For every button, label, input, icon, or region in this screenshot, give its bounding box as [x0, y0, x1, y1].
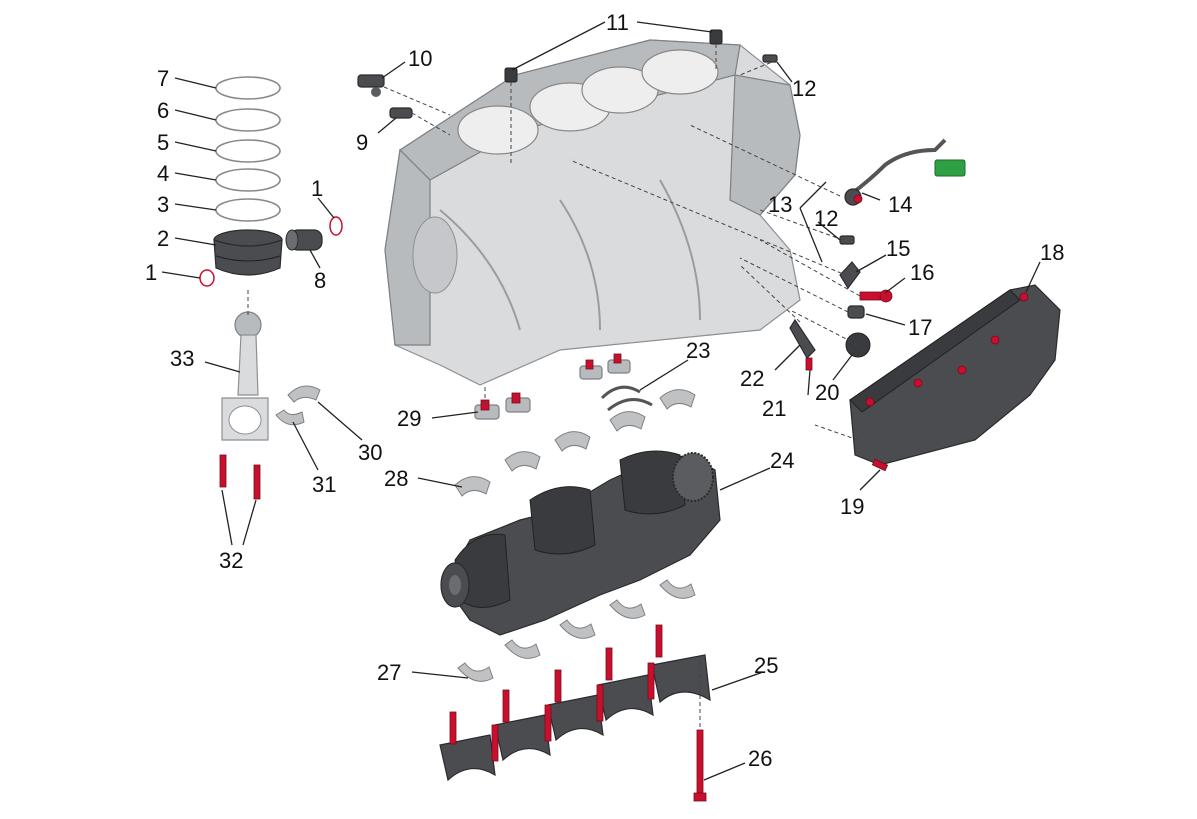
callout-5: 5 — [157, 130, 169, 155]
oil-jet-22 — [789, 318, 816, 359]
callout-1-left: 1 — [145, 260, 157, 285]
piston-pin — [285, 229, 323, 251]
callout-13: 13 — [768, 192, 792, 217]
main-bearing-shell-27 — [457, 662, 494, 682]
oil-jet-29-left — [474, 399, 500, 420]
bolt-21 — [805, 357, 813, 371]
piston-ring-6 — [215, 108, 281, 132]
callout-6: 6 — [157, 98, 169, 123]
callout-8: 8 — [314, 268, 326, 293]
callout-30: 30 — [358, 440, 382, 465]
conrod-bearing-shell-31 — [275, 409, 305, 426]
connecting-rod-bolts — [219, 454, 261, 500]
callout-15: 15 — [886, 236, 910, 261]
sensor-10 — [357, 74, 385, 97]
callout-24: 24 — [770, 448, 794, 473]
thrust-washer-23 — [600, 385, 653, 412]
snap-ring-right — [329, 216, 343, 236]
sensor-9 — [389, 107, 413, 119]
oil-jet-15 — [839, 261, 861, 290]
main-bearing-cap-bolts — [449, 624, 663, 762]
snap-ring-left — [199, 269, 215, 287]
callout-25: 25 — [754, 653, 778, 678]
callout-27: 27 — [377, 660, 401, 685]
piston — [213, 229, 283, 276]
plug-12-top — [762, 54, 778, 63]
callout-26: 26 — [748, 746, 772, 771]
callout-21: 21 — [762, 396, 786, 421]
bolt-26 — [693, 729, 707, 802]
callout-12-mid: 12 — [814, 206, 838, 231]
main-bearing-caps — [439, 654, 711, 782]
oil-jet-upper-right — [607, 353, 631, 374]
callout-23: 23 — [686, 338, 710, 363]
oil-jet-upper-left — [579, 359, 603, 380]
callout-29: 29 — [397, 406, 421, 431]
piston-ring-3 — [215, 198, 281, 222]
callout-4: 4 — [157, 161, 169, 186]
callout-16: 16 — [910, 260, 934, 285]
callout-18: 18 — [1040, 240, 1064, 265]
callout-12-top: 12 — [792, 76, 816, 101]
assembly-lines — [247, 44, 861, 730]
callout-7: 7 — [157, 66, 169, 91]
piston-ring-7 — [215, 76, 281, 100]
connecting-rod — [221, 311, 269, 441]
callout-14: 14 — [888, 192, 912, 217]
callout-17: 17 — [908, 315, 932, 340]
dowel-pin-11-left — [504, 67, 518, 83]
oil-pan-18 — [849, 284, 1061, 466]
callout-10: 10 — [408, 46, 432, 71]
bolt-16 — [859, 289, 893, 303]
callout-22: 22 — [740, 366, 764, 391]
piston-ring-5 — [215, 139, 281, 163]
callout-33: 33 — [170, 346, 194, 371]
piston-ring-4 — [215, 168, 281, 192]
callout-19: 19 — [840, 494, 864, 519]
crankshaft — [440, 450, 721, 636]
callout-1-right: 1 — [311, 176, 323, 201]
plug-17 — [847, 305, 865, 319]
callout-labels: 7 6 5 4 3 2 1 1 8 10 9 11 12 13 14 12 15… — [145, 10, 1064, 771]
conrod-bearing-shell-30 — [287, 385, 321, 403]
leader-lines — [161, 21, 1041, 781]
callout-20: 20 — [815, 380, 839, 405]
knock-sensor-harness-14 — [844, 138, 966, 206]
callout-11: 11 — [606, 10, 629, 35]
callout-3: 3 — [157, 192, 169, 217]
callout-32: 32 — [219, 548, 243, 573]
oil-jet-29-right — [505, 392, 531, 413]
bolt-19 — [871, 458, 889, 472]
main-bearing-shells-upper — [454, 389, 696, 497]
cylinder-block — [384, 39, 801, 386]
callout-28: 28 — [384, 466, 408, 491]
main-bearing-shells-lower — [504, 579, 696, 659]
callout-9: 9 — [356, 130, 368, 155]
callout-31: 31 — [312, 472, 336, 497]
callout-2: 2 — [157, 226, 169, 251]
